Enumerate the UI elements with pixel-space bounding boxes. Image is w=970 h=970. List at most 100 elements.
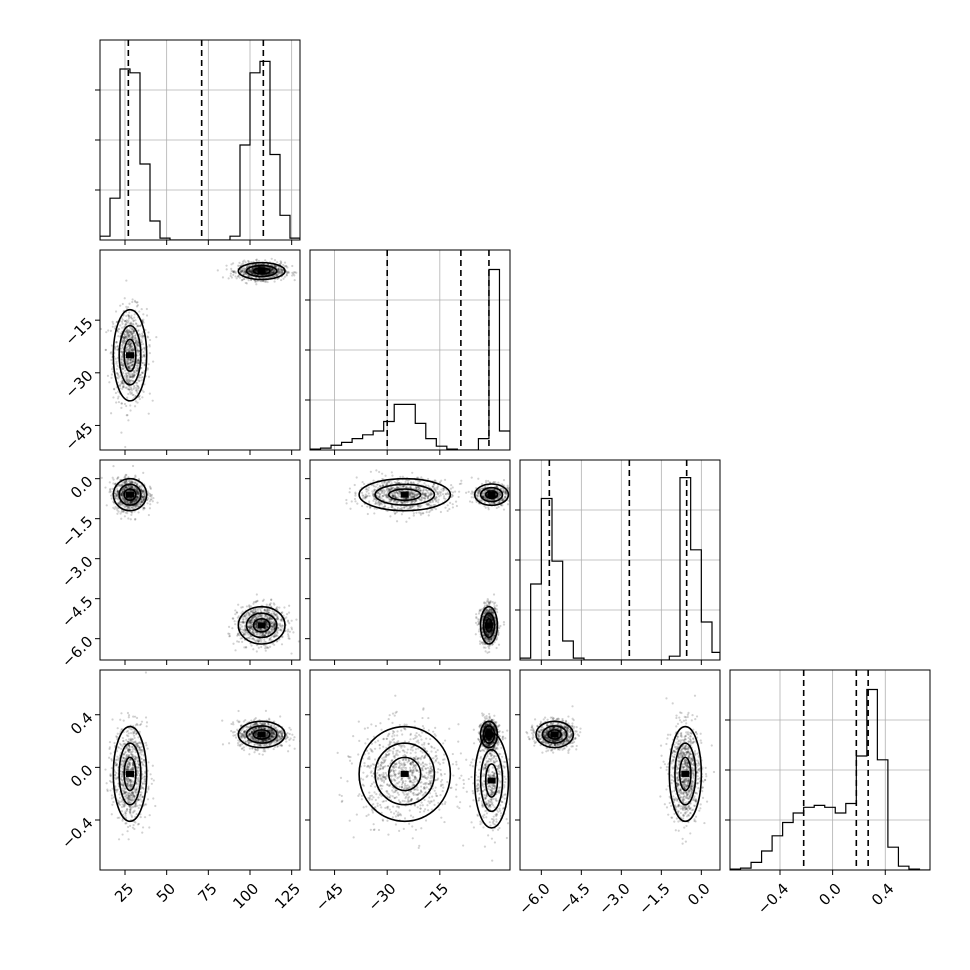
scatter-point: [128, 367, 131, 370]
scatter-point: [374, 502, 378, 505]
scatter-point: [274, 275, 277, 278]
scatter-point: [268, 631, 271, 635]
scatter-point: [276, 617, 279, 620]
scatter-point: [248, 269, 252, 272]
scatter-point: [134, 322, 138, 325]
scatter-point: [143, 353, 146, 356]
scatter-point: [387, 488, 390, 491]
scatter-point: [412, 496, 415, 499]
scatter-point: [115, 341, 118, 344]
scatter-point: [133, 373, 136, 377]
scatter-point: [266, 625, 269, 628]
scatter-point: [365, 496, 368, 499]
scatter-point: [416, 493, 419, 496]
scatter-point: [129, 367, 132, 370]
scatter-point: [419, 505, 422, 509]
scatter-point: [279, 267, 283, 270]
scatter-point: [271, 268, 274, 271]
scatter-point: [486, 632, 489, 635]
scatter-point: [413, 500, 416, 503]
scatter-point: [129, 327, 133, 330]
scatter-point: [458, 482, 461, 486]
scatter-point: [259, 614, 262, 618]
scatter-point: [127, 329, 130, 332]
scatter-point: [129, 361, 132, 364]
scatter-point: [396, 501, 399, 504]
scatter-point: [237, 275, 240, 278]
scatter-point: [138, 485, 141, 489]
density-peak: [126, 491, 134, 498]
scatter-point: [143, 489, 146, 492]
scatter-point: [129, 489, 133, 492]
scatter-point: [270, 263, 273, 266]
scatter-point: [125, 378, 128, 381]
scatter-point: [129, 336, 133, 339]
scatter-point: [260, 634, 263, 638]
scatter-point: [259, 628, 262, 631]
scatter-point: [136, 343, 139, 346]
scatter-point: [271, 642, 274, 645]
scatter-point: [131, 334, 134, 337]
scatter-point: [135, 488, 139, 491]
scatter-point: [273, 269, 276, 272]
scatter-point: [129, 409, 132, 412]
scatter-point: [271, 268, 274, 271]
scatter-point: [396, 481, 399, 484]
scatter-point: [272, 271, 275, 274]
scatter-point: [241, 625, 244, 628]
scatter-point: [487, 627, 490, 631]
scatter-point: [129, 342, 132, 345]
scatter-point: [444, 497, 447, 500]
scatter-point: [114, 325, 117, 328]
scatter-point: [124, 473, 127, 476]
scatter-point: [140, 500, 143, 503]
scatter-point: [267, 616, 270, 619]
scatter-point: [124, 324, 127, 327]
scatter-point: [277, 627, 280, 630]
scatter-point: [131, 359, 134, 363]
scatter-point: [426, 495, 430, 498]
scatter-point: [110, 412, 113, 415]
scatter-point: [487, 601, 490, 604]
scatter-point: [489, 614, 492, 617]
scatter-point: [136, 401, 139, 404]
scatter-point: [404, 480, 407, 484]
scatter-point: [265, 625, 269, 628]
scatter-point: [250, 269, 253, 272]
scatter-point: [112, 465, 115, 468]
scatter-point: [264, 649, 267, 652]
scatter-point: [389, 488, 392, 491]
scatter-point: [248, 637, 251, 640]
scatter-point: [487, 628, 491, 631]
scatter-point: [257, 259, 261, 263]
contour-level: [252, 617, 271, 633]
scatter-point: [285, 273, 288, 277]
scatter-point: [121, 345, 124, 348]
scatter-point: [132, 360, 135, 363]
scatter-point: [136, 496, 140, 499]
scatter-point: [239, 271, 242, 274]
scatter-point: [110, 344, 114, 347]
scatter-point: [134, 339, 138, 343]
scatter-point: [248, 629, 252, 632]
scatter-point: [423, 482, 426, 485]
scatter-point: [411, 493, 414, 496]
scatter-point: [114, 489, 117, 493]
scatter-point: [120, 317, 124, 320]
scatter-point: [413, 495, 416, 498]
scatter-point: [401, 475, 404, 478]
scatter-point: [285, 265, 288, 268]
histogram-p0: [100, 60, 300, 240]
scatter-point: [122, 382, 126, 385]
scatter-point: [487, 645, 490, 648]
scatter-point: [244, 646, 247, 649]
scatter-point: [125, 481, 128, 484]
scatter-point: [348, 491, 351, 494]
scatter-point: [495, 604, 498, 607]
scatter-point: [136, 344, 139, 347]
scatter-point: [137, 386, 141, 389]
scatter-point: [132, 375, 135, 378]
scatter-point: [132, 330, 136, 333]
scatter-point: [250, 270, 253, 274]
scatter-point: [132, 379, 135, 383]
